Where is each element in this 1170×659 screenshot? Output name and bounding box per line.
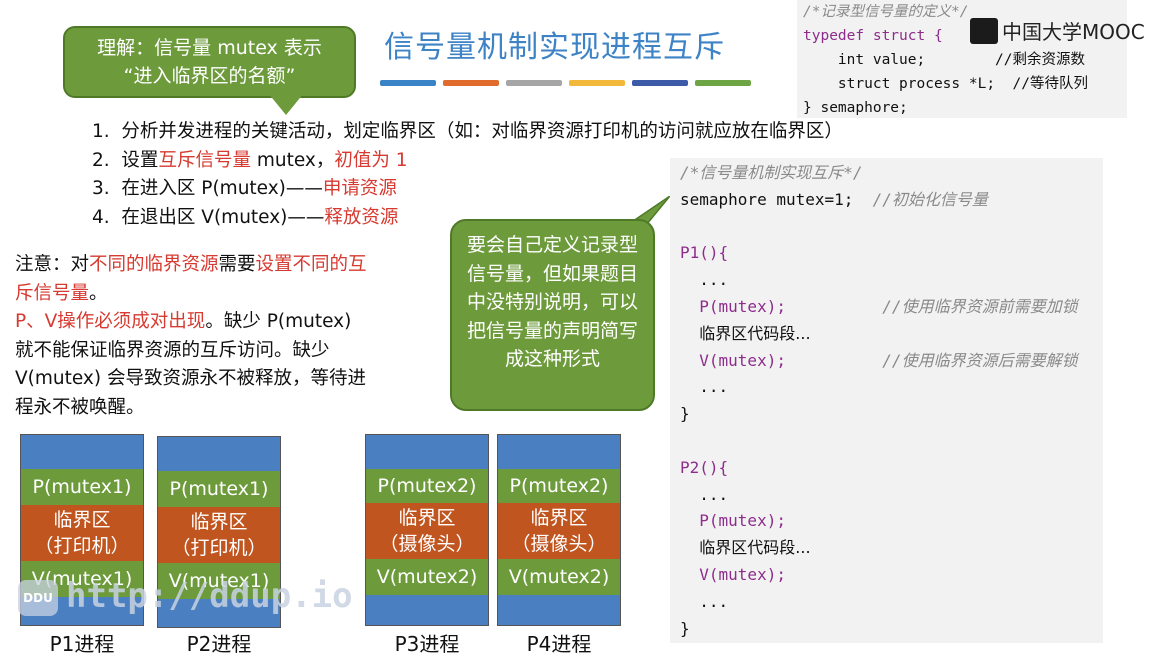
mooc-logo-text: 中国大学MOOC xyxy=(1002,20,1145,44)
process-v-op: V(mutex1) xyxy=(158,563,280,599)
process-p-op: P(mutex1) xyxy=(21,469,143,505)
code-p1-v: V(mutex); //使用临界资源后需要解锁 xyxy=(699,350,1078,370)
title-color-bar xyxy=(695,80,751,86)
callout-line-1: 理解：信号量 mutex 表示 xyxy=(97,37,322,59)
process-critical-section: 临界区（打印机） xyxy=(158,507,280,563)
slide-title: 信号量机制实现进程互斥 xyxy=(384,30,725,65)
process-critical-section: 临界区（摄像头） xyxy=(498,503,620,559)
process-p2-diagram: P(mutex1) 临界区（打印机） V(mutex1) xyxy=(157,436,281,628)
code-p1-cs: 临界区代码段... xyxy=(699,323,811,343)
code-p1-p: P(mutex); //使用临界资源前需要加锁 xyxy=(699,296,1078,316)
mooc-logo-icon xyxy=(970,17,998,44)
code-line-queue: struct process *L; //等待队列 xyxy=(803,76,1088,92)
process-label: P3进程 xyxy=(394,632,460,656)
step-1: 1. 分析并发进程的关键活动，划定临界区（如：对临界资源打印机的访问就应放在临界… xyxy=(92,121,843,142)
title-color-bar xyxy=(569,80,625,86)
title-color-bar xyxy=(443,80,499,86)
process-p3-diagram: P(mutex2) 临界区（摄像头） V(mutex2) xyxy=(365,434,489,626)
code-line-typedef: typedef struct { xyxy=(803,28,943,44)
process-label: P4进程 xyxy=(526,632,592,656)
title-color-bar xyxy=(380,80,436,86)
code-p2-head: P2(){ xyxy=(680,457,729,477)
code-line-value: int value; //剩余资源数 xyxy=(803,52,1086,68)
process-p4-diagram: P(mutex2) 临界区（摄像头） V(mutex2) xyxy=(497,434,621,626)
semaphore-struct-code: /*记录型信号量的定义*/ typedef struct { int value… xyxy=(797,0,1127,118)
process-v-op: V(mutex2) xyxy=(498,559,620,595)
code-decl: semaphore mutex=1; //初始化信号量 xyxy=(680,189,988,209)
process-label: P1进程 xyxy=(49,632,115,656)
watermark-url: http://ddup.io xyxy=(66,576,353,616)
process-label: P2进程 xyxy=(186,632,252,656)
step-4: 4. 在退出区 V(mutex)——释放资源 xyxy=(92,206,399,228)
mutex-code-block: /*信号量机制实现互斥*/ semaphore mutex=1; //初始化信号量… xyxy=(670,158,1103,643)
code-line-comment: /*记录型信号量的定义*/ xyxy=(803,4,969,20)
process-p-op: P(mutex2) xyxy=(498,469,620,503)
title-color-bar xyxy=(632,80,688,86)
code-p2-v: V(mutex); xyxy=(699,564,786,584)
process-critical-section: 临界区（打印机） xyxy=(21,505,143,561)
process-v-op: V(mutex2) xyxy=(366,559,488,595)
callout-line-2: “进入临界区的名额” xyxy=(123,65,296,87)
code-p1-head: P1(){ xyxy=(680,243,729,263)
process-p-op: P(mutex2) xyxy=(366,469,488,503)
watermark-badge: DDU xyxy=(18,580,58,616)
code-comment: /*信号量机制实现互斥*/ xyxy=(680,163,863,182)
title-color-bar xyxy=(506,80,562,86)
callout-tail xyxy=(268,93,304,115)
step-2: 2. 设置互斥信号量 mutex，初值为 1 xyxy=(92,149,408,171)
callout-mutex-meaning: 理解：信号量 mutex 表示 “进入临界区的名额” xyxy=(63,26,356,98)
code-p2-cs: 临界区代码段... xyxy=(699,538,811,558)
process-critical-section: 临界区（摄像头） xyxy=(366,503,488,559)
code-line-close: } semaphore; xyxy=(803,100,908,116)
callout-define-semaphore: 要会自己定义记录型信号量，但如果题目中没特别说明，可以把信号量的声明简写成这种形… xyxy=(450,219,655,411)
code-p2-p: P(mutex); xyxy=(699,511,786,531)
mooc-logo: 中国大学MOOC xyxy=(970,16,1145,45)
process-p-op: P(mutex1) xyxy=(158,471,280,507)
steps-list: 1. 分析并发进程的关键活动，划定临界区（如：对临界资源打印机的访问就应放在临界… xyxy=(92,118,843,232)
step-3: 3. 在进入区 P(mutex)——申请资源 xyxy=(92,178,397,199)
note-paragraph: 注意：对不同的临界资源需要设置不同的互斥信号量。 P、V操作必须成对出现。缺少 … xyxy=(15,254,367,418)
